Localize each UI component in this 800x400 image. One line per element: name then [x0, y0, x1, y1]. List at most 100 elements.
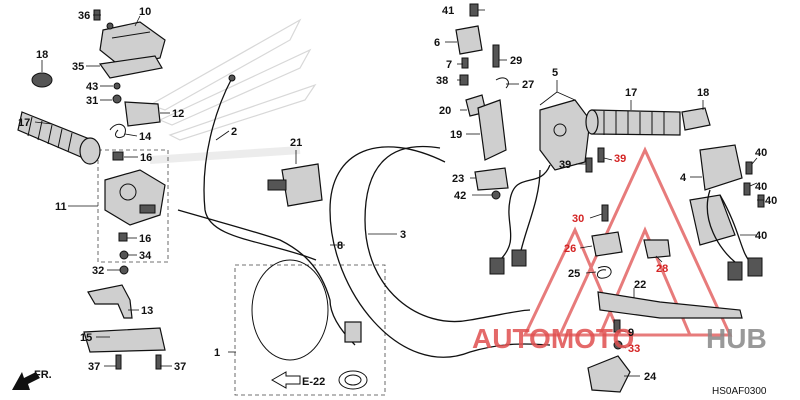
screw-16-top [112, 151, 124, 161]
callout-33: 33 [628, 343, 640, 355]
connector-center-1 [489, 257, 505, 275]
bolt-37-left [115, 354, 122, 370]
callout-30: 30 [572, 213, 584, 225]
washer-43 [113, 82, 121, 90]
wire-harness-center [499, 164, 551, 261]
cable-adjuster-1 [338, 321, 368, 390]
bolt-37-right [155, 354, 162, 370]
callout-9: 9 [628, 327, 634, 339]
direction-arrow-icon: FR. [12, 369, 52, 390]
watermark-brand-left: AUTOMOTO [472, 323, 634, 354]
callout-21: 21 [290, 137, 302, 149]
nut-33 [613, 340, 623, 350]
callout-10: 10 [139, 6, 151, 18]
callout-31: 31 [86, 95, 98, 107]
callout-17-left: 17 [18, 117, 30, 129]
callout-7: 7 [446, 59, 452, 71]
handle-grip-left [17, 111, 101, 165]
screw-16-bottom [118, 232, 128, 242]
group-box-11 [97, 149, 169, 263]
callout-3: 3 [400, 229, 406, 241]
callout-29: 29 [510, 55, 522, 67]
callout-25: 25 [568, 268, 580, 280]
grommet-18-right [681, 107, 711, 131]
bolt-9 [613, 319, 621, 333]
nut-42 [491, 190, 501, 200]
callout-18-right: 18 [697, 87, 709, 99]
callout-40-a: 40 [755, 147, 767, 159]
cover-28 [643, 239, 671, 259]
connector-right-2 [747, 257, 763, 277]
callout-8: 8 [337, 240, 343, 252]
clip-27 [495, 77, 509, 89]
spring-14 [109, 123, 126, 139]
cable-loop-1 [251, 259, 329, 361]
wire-harness-right [706, 189, 751, 263]
reference-e22: E-22 [270, 371, 325, 389]
callout-5: 5 [552, 67, 558, 79]
callout-20: 20 [439, 105, 451, 117]
callout-2: 2 [231, 126, 237, 138]
connector-right-1 [727, 261, 743, 281]
screw-29 [492, 44, 500, 68]
handle-grip-right [585, 109, 681, 136]
grommet-18-left [31, 72, 53, 88]
bolt-41 [469, 3, 479, 17]
callout-26: 26 [564, 243, 576, 255]
callout-4: 4 [680, 172, 687, 184]
callout-37-left: 37 [88, 361, 100, 373]
callout-23: 23 [452, 173, 464, 185]
callout-40-c: 40 [765, 195, 777, 207]
callout-14: 14 [139, 131, 152, 143]
cable-3 [364, 146, 531, 323]
screw-7 [461, 57, 469, 69]
callouts: 36 10 18 35 43 31 17 12 14 16 11 16 34 3… [18, 5, 777, 383]
nut-34 [119, 250, 129, 260]
callout-15: 15 [80, 332, 92, 344]
nut-31 [112, 94, 122, 104]
brake-lever-22 [597, 291, 743, 319]
switch-housing-4 [689, 144, 743, 246]
leader-lines [34, 9, 764, 377]
diagram-code: HS0AF0300 [712, 386, 767, 397]
callout-18-left: 18 [36, 49, 48, 61]
callout-1: 1 [214, 347, 220, 359]
callout-27: 27 [522, 79, 534, 91]
callout-22: 22 [634, 279, 646, 291]
callout-34: 34 [139, 250, 152, 262]
washer-32 [119, 265, 129, 275]
callout-39-left: 39 [559, 159, 571, 171]
callout-39-red-a: 39 [614, 153, 626, 165]
reference-label: E-22 [302, 376, 325, 388]
holder-23 [474, 167, 509, 191]
switch-unit-21 [267, 163, 323, 207]
callout-37-right: 37 [174, 361, 186, 373]
callout-16-bottom: 16 [139, 233, 151, 245]
throttle-pulley-12 [124, 101, 161, 127]
bracket-19 [477, 99, 507, 161]
callout-12: 12 [172, 108, 184, 120]
screw-40-b [743, 182, 751, 196]
screw-40-c [757, 194, 765, 208]
callout-38: 38 [436, 75, 448, 87]
thumb-lever-13 [87, 284, 133, 319]
direction-label: FR. [34, 369, 52, 381]
callout-28: 28 [656, 263, 668, 275]
lever-bracket-24 [587, 355, 631, 393]
callout-40-d: 40 [755, 230, 767, 242]
callout-40-b: 40 [755, 181, 767, 193]
throttle-housing-cover [99, 21, 166, 67]
screw-39-left [585, 157, 593, 173]
bolt-30 [601, 204, 609, 222]
watermark-brand-right: HUB [706, 323, 767, 354]
callout-35: 35 [72, 61, 84, 73]
clutch-cable-8 [329, 146, 551, 358]
callout-32: 32 [92, 265, 104, 277]
holder-15 [83, 327, 166, 353]
callout-11: 11 [55, 201, 67, 213]
spring-25 [597, 266, 612, 279]
callout-13: 13 [141, 305, 153, 317]
callout-36: 36 [78, 10, 90, 22]
screw-40-a [745, 161, 753, 175]
